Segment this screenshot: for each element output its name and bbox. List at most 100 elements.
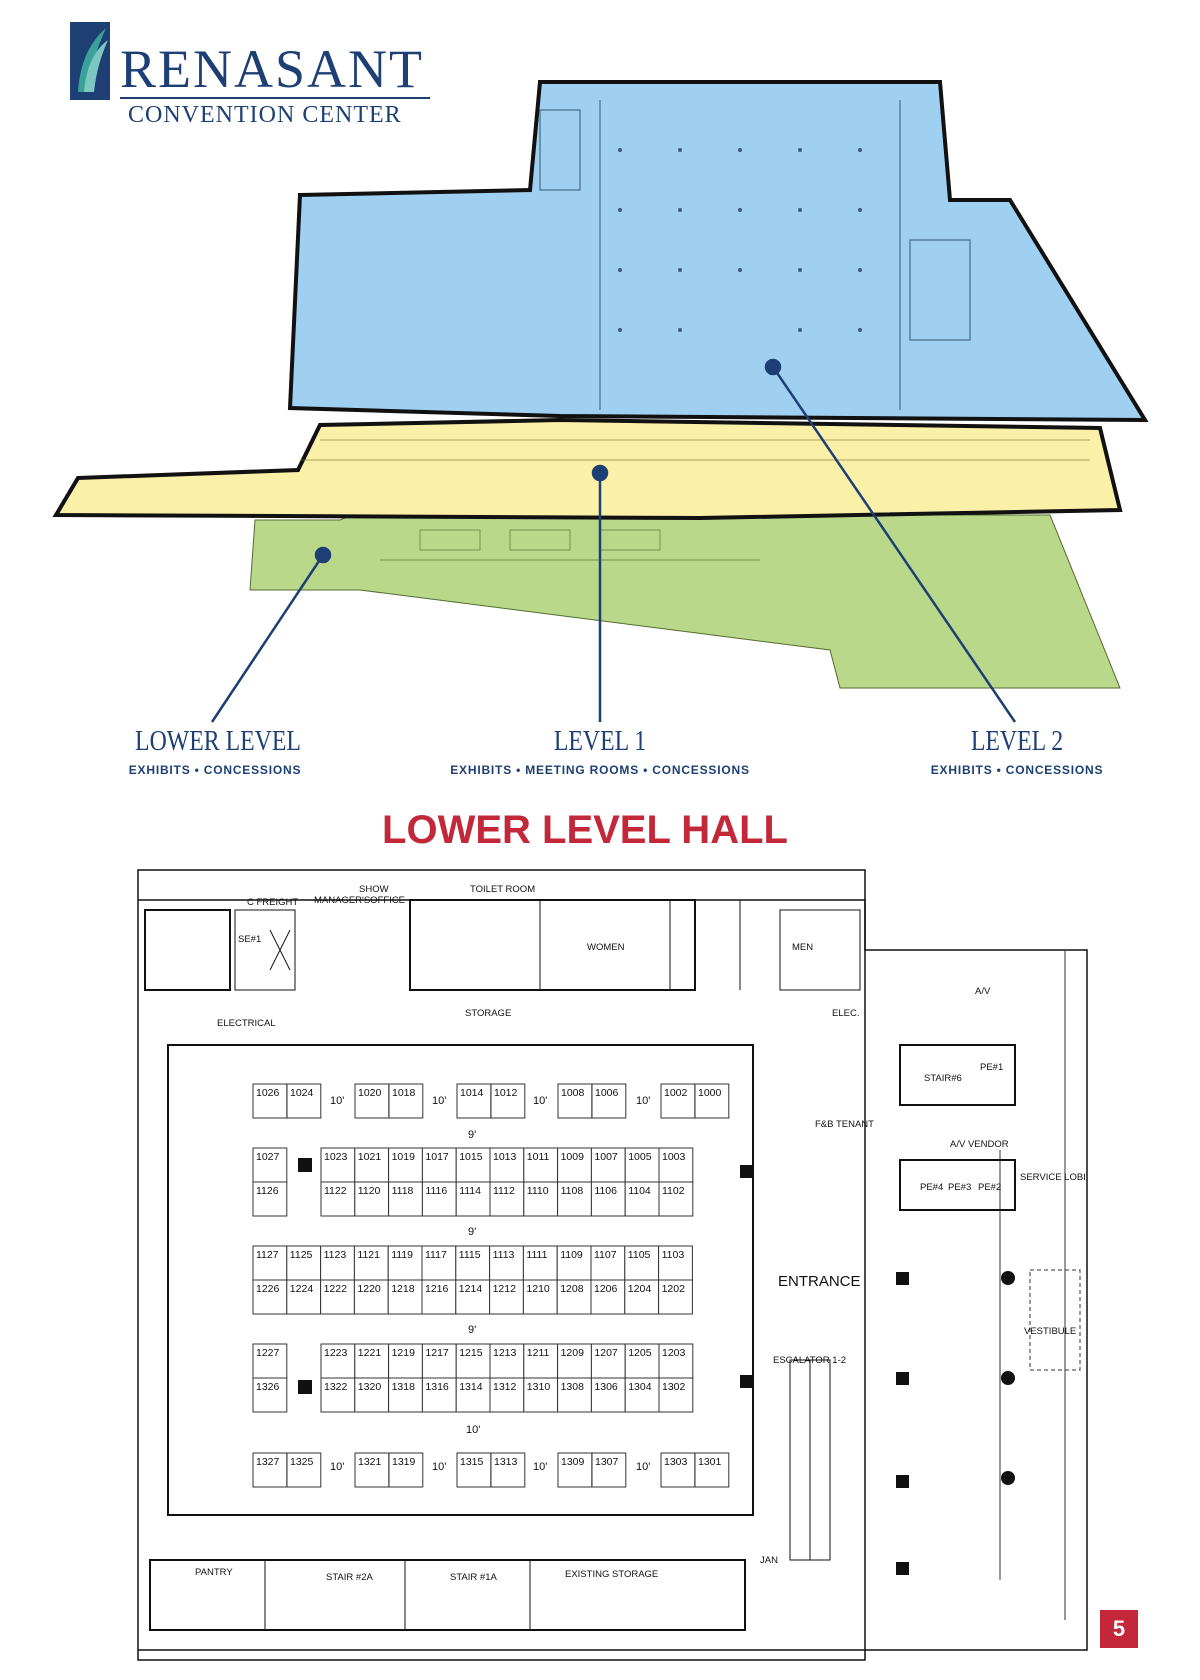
booth-number: 1319 xyxy=(392,1456,416,1468)
label-service-lobby: SERVICE LOBI xyxy=(1020,1172,1086,1183)
booth-1000 xyxy=(694,1083,730,1119)
label-se1: SE#1 xyxy=(238,934,261,945)
booth-number: 1308 xyxy=(561,1381,585,1393)
aisle-label: 9' xyxy=(468,1129,476,1141)
aisle-label: 10' xyxy=(533,1095,547,1107)
booth-1204 xyxy=(624,1279,660,1315)
level-subcaption-1: EXHIBITS • MEETING ROOMS • CONCESSIONS xyxy=(450,763,750,777)
booth-number: 1006 xyxy=(595,1087,619,1099)
booth-number: 1215 xyxy=(459,1347,483,1359)
booth-1222 xyxy=(320,1279,355,1315)
booth-number: 1301 xyxy=(698,1456,722,1468)
booth-1326 xyxy=(252,1377,288,1413)
booth-number: 1023 xyxy=(324,1151,348,1163)
label-electrical: ELECTRICAL xyxy=(217,1018,276,1029)
booth-number: 1314 xyxy=(459,1381,483,1393)
logo xyxy=(70,22,450,132)
booth-number: 1316 xyxy=(425,1381,449,1393)
booth-1301 xyxy=(694,1452,730,1488)
booth-number: 1209 xyxy=(561,1347,585,1359)
booth-1212 xyxy=(489,1279,524,1315)
booth-number: 1312 xyxy=(493,1381,517,1393)
booth-1123 xyxy=(320,1245,355,1281)
booth-1112 xyxy=(489,1181,525,1217)
label-jan: JAN xyxy=(760,1555,778,1566)
booth-1102 xyxy=(658,1181,694,1217)
booth-1017 xyxy=(421,1147,457,1183)
booth-number: 1126 xyxy=(256,1185,279,1197)
booth-1321 xyxy=(354,1452,390,1488)
aisle-label: 10' xyxy=(636,1461,650,1473)
booth-number: 1021 xyxy=(358,1151,382,1163)
booth-number: 1114 xyxy=(459,1185,481,1197)
booth-number: 1123 xyxy=(324,1249,347,1261)
booth-1318 xyxy=(388,1377,423,1413)
booth-number: 1000 xyxy=(698,1087,722,1099)
level-subcaption-2: EXHIBITS • CONCESSIONS xyxy=(930,763,1104,777)
booth-number: 1307 xyxy=(595,1456,619,1468)
booth-number: 1104 xyxy=(628,1185,651,1197)
label-stair2a: STAIR #2A xyxy=(326,1572,373,1583)
label-av-vendor: A/V VENDOR xyxy=(950,1139,1009,1150)
booth-number: 1011 xyxy=(527,1151,550,1163)
booth-number: 1014 xyxy=(460,1087,484,1099)
booth-1116 xyxy=(421,1181,457,1217)
booth-number: 1115 xyxy=(459,1249,481,1261)
level-2-plate xyxy=(287,80,1149,423)
aisle-label: 10' xyxy=(636,1095,650,1107)
booth-number: 1216 xyxy=(425,1283,449,1295)
label-stair1a: STAIR #1A xyxy=(450,1572,497,1583)
booth-1219 xyxy=(388,1343,423,1379)
label-manager-office: MANAGER'SOFFICE xyxy=(314,895,405,906)
column-grid-level-2 xyxy=(618,148,862,332)
booth-number: 1206 xyxy=(594,1283,618,1295)
booth-1221 xyxy=(354,1343,390,1379)
booth-1114 xyxy=(455,1181,491,1217)
booth-1325 xyxy=(286,1452,322,1488)
booth-number: 1120 xyxy=(358,1185,381,1197)
booth-number: 1212 xyxy=(493,1283,517,1295)
booth-1006 xyxy=(591,1083,627,1119)
label-escalator: ESCALATOR 1-2 xyxy=(773,1355,846,1366)
booth-number: 1306 xyxy=(594,1381,618,1393)
booth-1223 xyxy=(320,1343,356,1379)
booth-number: 1318 xyxy=(392,1381,416,1393)
booth-number: 1315 xyxy=(460,1456,484,1468)
booth-1217 xyxy=(421,1343,457,1379)
booth-number: 1326 xyxy=(256,1381,280,1393)
booth-number: 1027 xyxy=(256,1151,280,1163)
booth-number: 1227 xyxy=(256,1347,280,1359)
booth-number: 1213 xyxy=(493,1347,517,1359)
page-number: 5 xyxy=(1100,1610,1138,1648)
aisle-label: 10' xyxy=(432,1095,446,1107)
label-toilet-room: TOILET ROOM xyxy=(470,884,535,895)
booth-1313 xyxy=(490,1452,526,1488)
booth-1310 xyxy=(523,1377,559,1413)
aisle-label: 10' xyxy=(330,1461,344,1473)
booth-number: 1119 xyxy=(391,1249,413,1261)
booth-number: 1211 xyxy=(527,1347,550,1359)
booth-number: 1108 xyxy=(561,1185,584,1197)
booth-number: 1107 xyxy=(594,1249,617,1261)
booth-number: 1111 xyxy=(526,1249,547,1261)
booth-number: 1008 xyxy=(561,1087,585,1099)
booth-number: 1205 xyxy=(628,1347,652,1359)
booth-number: 1017 xyxy=(425,1151,449,1163)
booth-1205 xyxy=(624,1343,660,1379)
booth-1227 xyxy=(252,1343,288,1379)
booth-number: 1127 xyxy=(256,1249,279,1261)
booth-1213 xyxy=(489,1343,525,1379)
brand-name: RENASANT xyxy=(120,39,425,99)
label-c-freight: C FREIGHT xyxy=(247,897,298,908)
booth-1214 xyxy=(455,1279,491,1315)
booth-1302 xyxy=(658,1377,694,1413)
aisle-label: 10' xyxy=(432,1461,446,1473)
booth-number: 1223 xyxy=(324,1347,348,1359)
level-caption-2: LEVEL 2 xyxy=(970,726,1064,757)
brand-subtitle: CONVENTION CENTER xyxy=(128,102,402,128)
booth-1011 xyxy=(523,1147,559,1183)
booth-1314 xyxy=(455,1377,491,1413)
plan-frame xyxy=(137,869,866,1661)
booth-1026 xyxy=(252,1083,288,1119)
booth-1120 xyxy=(354,1181,390,1217)
